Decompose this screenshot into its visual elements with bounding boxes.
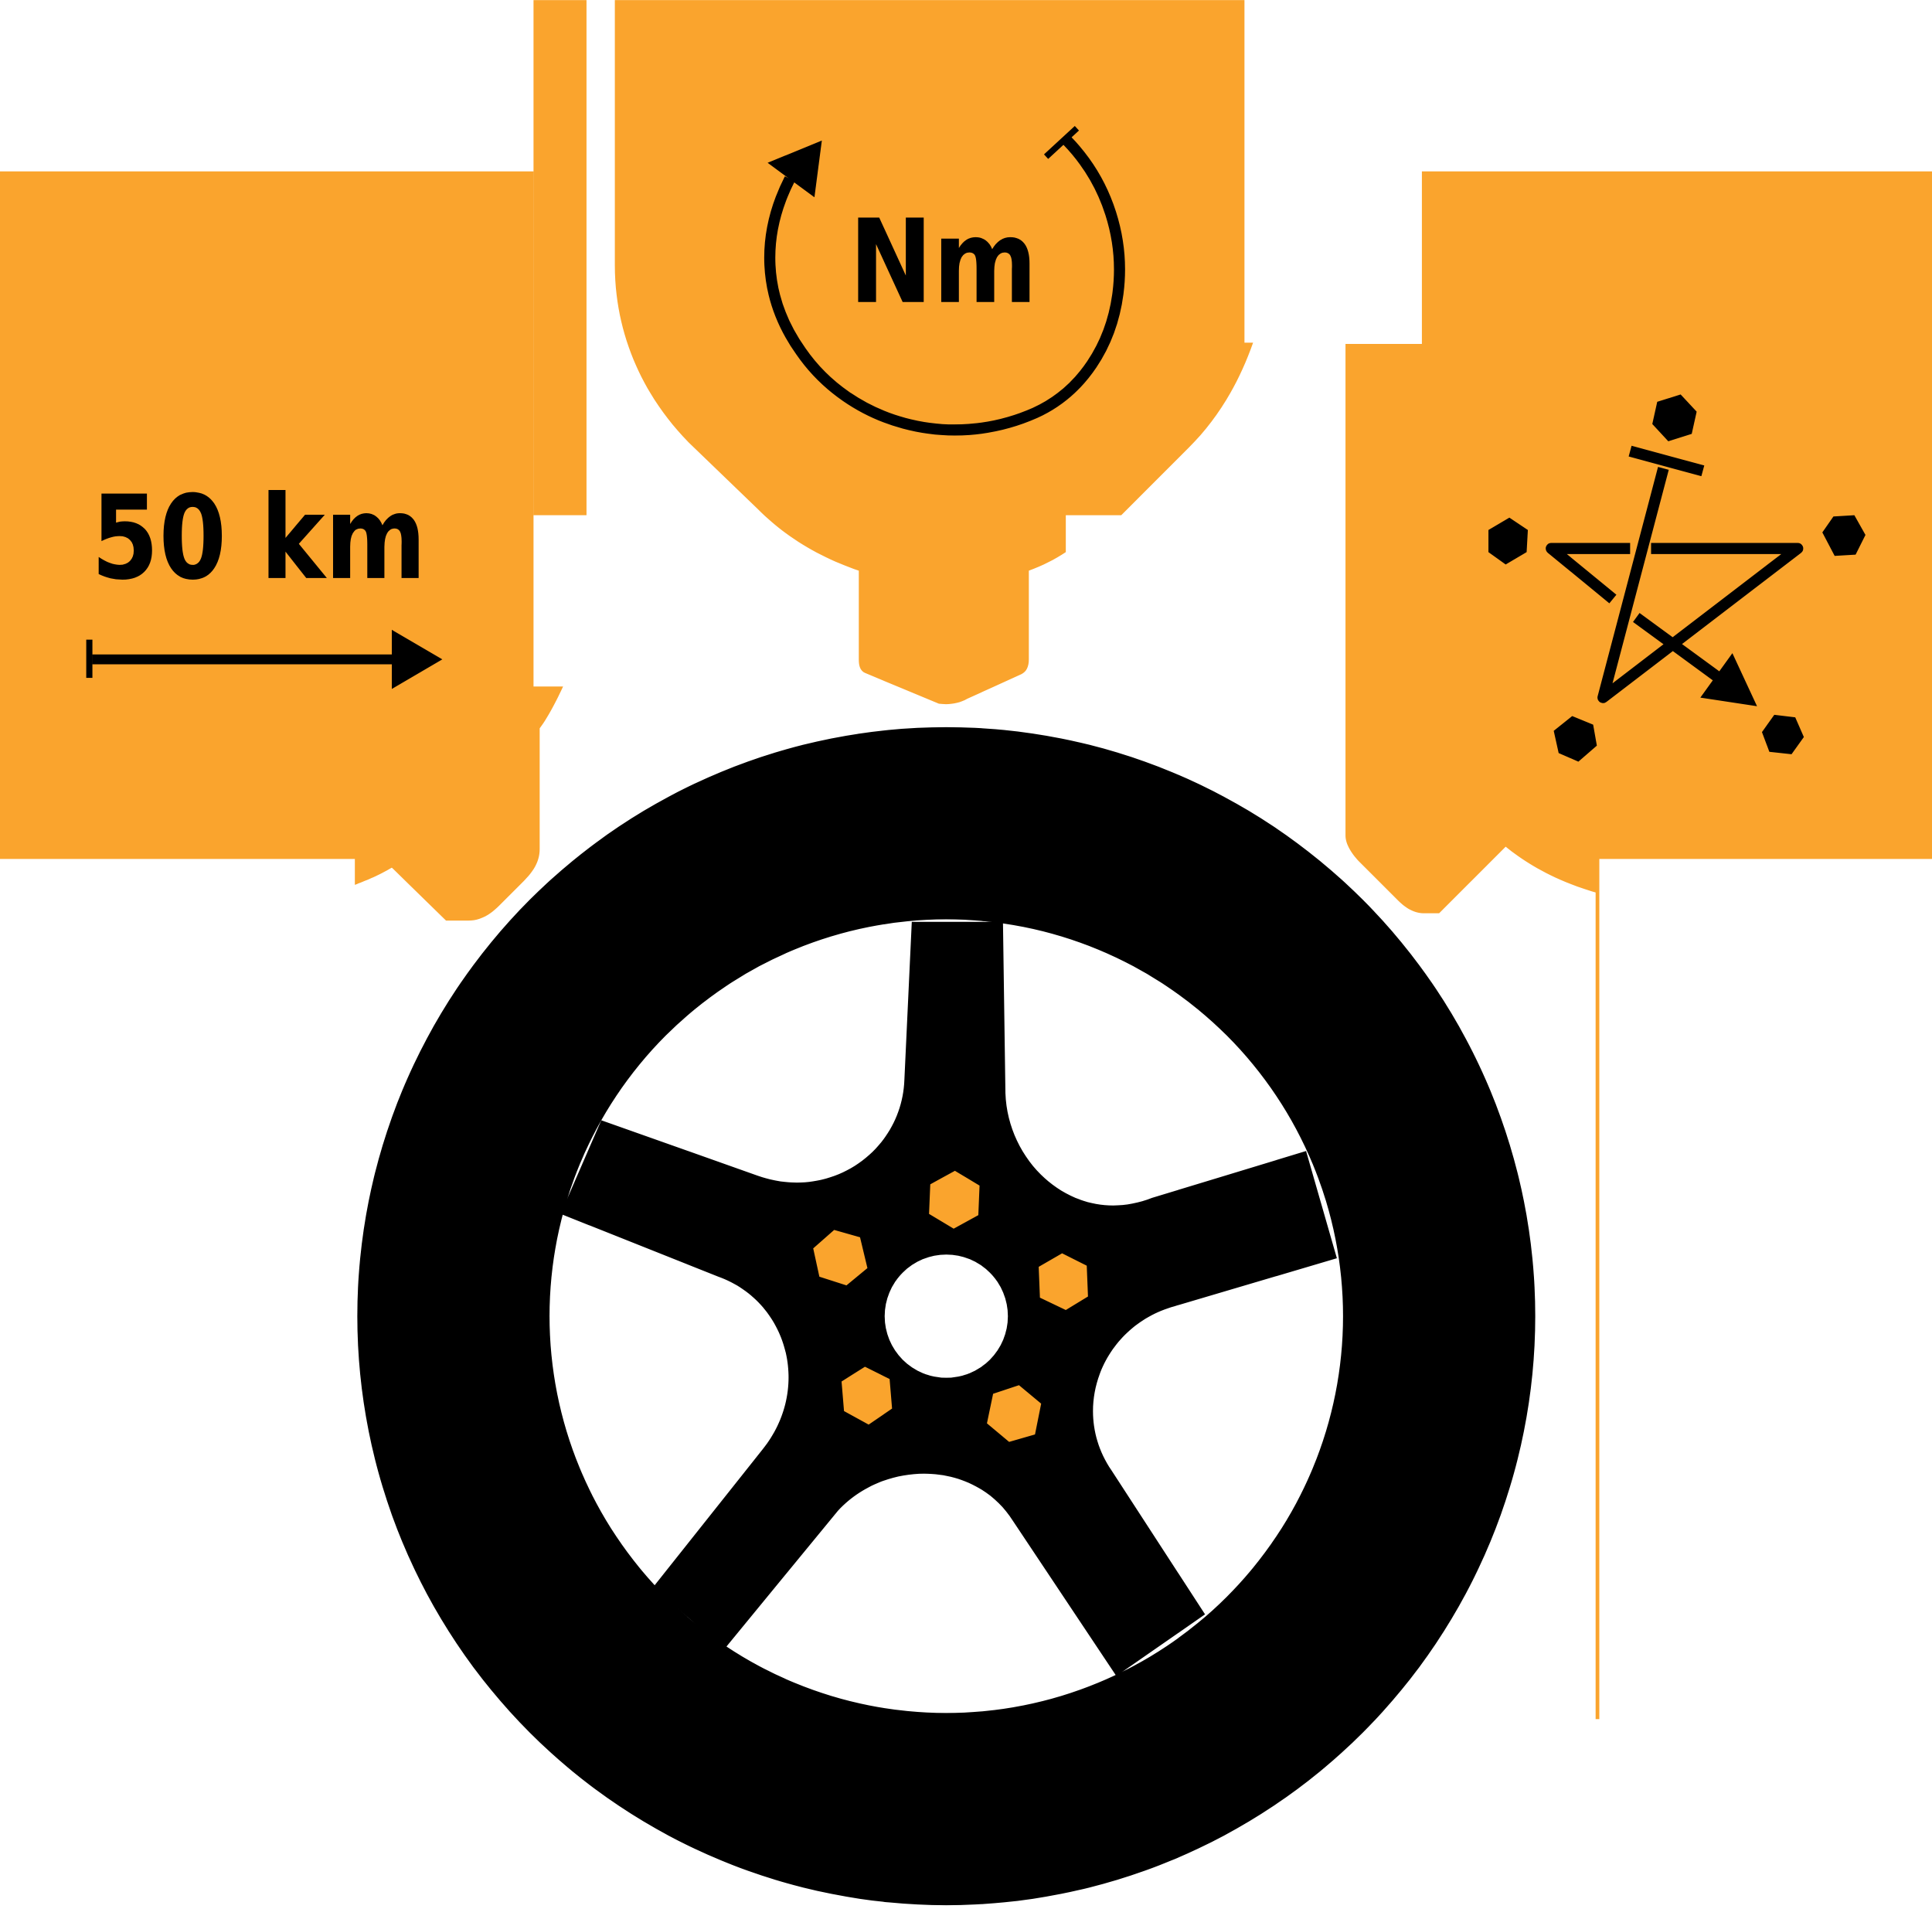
torque-label: Nm <box>849 196 1038 330</box>
distance-panel <box>0 0 587 921</box>
torque-arrow-head-icon <box>767 140 822 198</box>
pattern-nut-icons <box>1488 394 1866 762</box>
torque-panel <box>614 0 1253 705</box>
star-tightening-pattern-icon <box>1488 394 1866 762</box>
wheel-icon <box>357 727 1536 1906</box>
hub-bore <box>884 1254 1009 1378</box>
torque-rotation-icon <box>764 126 1125 436</box>
distance-arrow-icon <box>86 629 443 689</box>
distance-label: 50 km <box>91 471 427 606</box>
lug-nut-icons <box>813 1170 1088 1442</box>
